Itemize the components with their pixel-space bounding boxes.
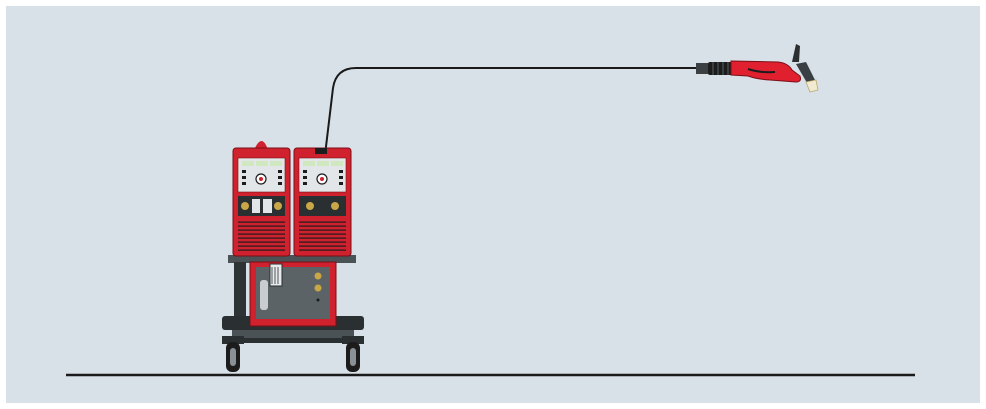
coolant-connector-2 [314,284,322,292]
torch-sleeve-rings [712,62,729,75]
wire-feeder-knob-center [320,177,324,181]
power-source-socket-left [241,202,249,210]
power-source-display-1 [242,161,254,166]
coolant-connector-1 [314,272,322,280]
power-source-display-3 [270,161,282,166]
wire-feeder-connector-panel [299,196,346,216]
wire-feeder-display-2 [317,161,329,166]
wire-feeder-display-1 [303,161,315,166]
wire-feeder-top-port [315,148,327,154]
torch-connector [696,63,708,74]
wire-feeder-socket-left [306,202,314,210]
power-source-display-2 [256,161,268,166]
trolley-axle-bar [232,330,354,338]
power-source-connector-panel [238,196,285,216]
wire-feeder-display-3 [331,161,343,166]
power-source-central-connector [252,199,260,213]
wire-feeder-socket-right [331,202,339,210]
hose-pack-cable [324,67,700,156]
wire-feeder-buttons [303,170,343,185]
welding-power-source [232,141,291,257]
trolley-wheel-right [342,336,364,372]
wire-feeder-unit [293,147,352,257]
power-source-buttons [242,170,282,185]
torch-nozzle [805,79,819,93]
trolley-base-rail [240,338,348,343]
diagram-background [6,6,980,403]
power-source-control-socket [263,199,272,213]
torch-trigger [747,68,776,74]
welding-torch [696,44,819,93]
power-source-socket-right [274,202,282,210]
trolley-top-shelf [228,255,356,263]
trolley-wheel-left [222,336,244,372]
power-source-vent-grille [238,220,285,252]
torch-hose-sleeve [708,62,732,75]
filler-neck-ribs [271,267,279,284]
coolant-indicator [316,298,320,302]
cooling-unit [249,261,337,327]
coolant-level-window [260,280,268,310]
power-source-knob-center [259,177,263,181]
wire-feeder-vent-grille [299,220,346,252]
coolant-filler-neck [269,263,283,287]
torch-cap [792,44,800,62]
